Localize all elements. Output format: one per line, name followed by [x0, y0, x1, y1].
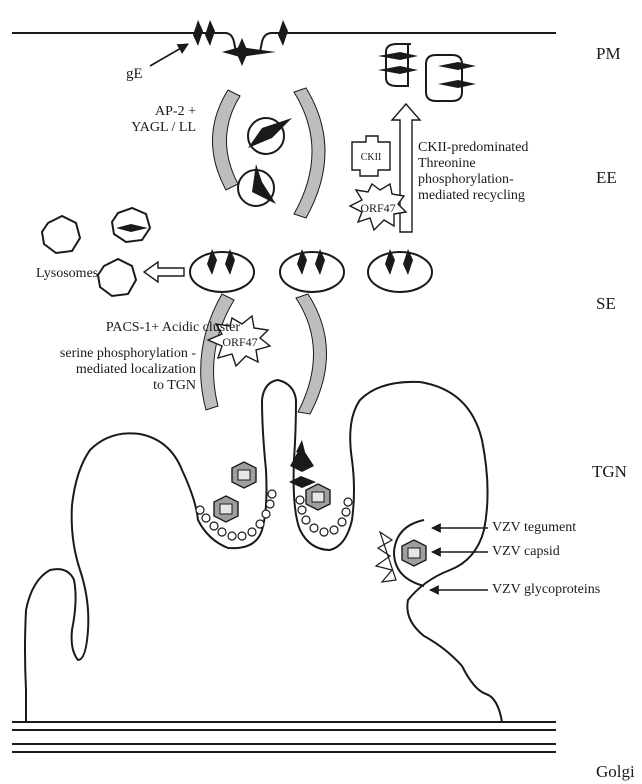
- ckii-line-2: Threonine: [418, 156, 528, 172]
- orf47-top-label: ORF47: [360, 201, 395, 215]
- orf47-mid-label: ORF47: [222, 335, 257, 349]
- gE-label: gE: [126, 66, 143, 82]
- compartment-se-label: SE: [596, 294, 616, 314]
- ap2-line-2: YAGL / LL: [100, 120, 196, 136]
- orf47-starburst-top: ORF47: [350, 184, 406, 230]
- ckii-line-3: phosphorylation-: [418, 172, 528, 188]
- tgn-gE-proteins: [289, 440, 316, 488]
- ap2-line-1: AP-2 +: [100, 104, 196, 120]
- compartment-ee-label: EE: [596, 168, 617, 188]
- golgi-tgn-outline: [25, 380, 502, 722]
- vzv-capsid-label: VZV capsid: [492, 544, 560, 560]
- compartment-golgi-label: Golgi: [596, 762, 635, 782]
- pacs1-line-1: PACS-1+ Acidic cluster: [44, 320, 240, 336]
- ckii-description: CKII-predominated Threonine phosphorylat…: [418, 140, 528, 204]
- pacs1-description: PACS-1+ Acidic cluster serine phosphoryl…: [0, 320, 196, 394]
- lysosome-direction-arrow: [144, 262, 184, 282]
- compartment-tgn-label: TGN: [592, 462, 627, 482]
- recycling-vesicles: [378, 44, 476, 101]
- plasma-membrane: [12, 20, 556, 66]
- lysosome-shapes: [42, 208, 150, 296]
- sorting-endosome-vesicles: [190, 249, 432, 292]
- golgi-cisternae: [12, 722, 556, 752]
- gE-pointer-arrow: [150, 44, 188, 66]
- ckii-kinase-shape: CKII: [352, 136, 390, 176]
- ckii-line-4: mediated recycling: [418, 188, 528, 204]
- lysosomes-label: Lysosomes: [36, 266, 98, 282]
- compartment-pm-label: PM: [596, 44, 621, 64]
- pacs1-line-2: serine phosphorylation -: [0, 346, 196, 362]
- ckii-line-1: CKII-predominated: [418, 140, 528, 156]
- ckii-box-label: CKII: [361, 152, 382, 163]
- vzv-glycoproteins-label: VZV glycoproteins: [492, 582, 600, 598]
- ap2-label: AP-2 + YAGL / LL: [100, 104, 196, 136]
- early-endosome-vesicles: [238, 118, 292, 206]
- pacs1-line-3: mediated localization: [0, 362, 196, 378]
- horizontal-gE-in-pit: [222, 38, 276, 66]
- pacs1-line-4: to TGN: [0, 378, 196, 394]
- vzv-tegument-label: VZV tegument: [492, 520, 576, 536]
